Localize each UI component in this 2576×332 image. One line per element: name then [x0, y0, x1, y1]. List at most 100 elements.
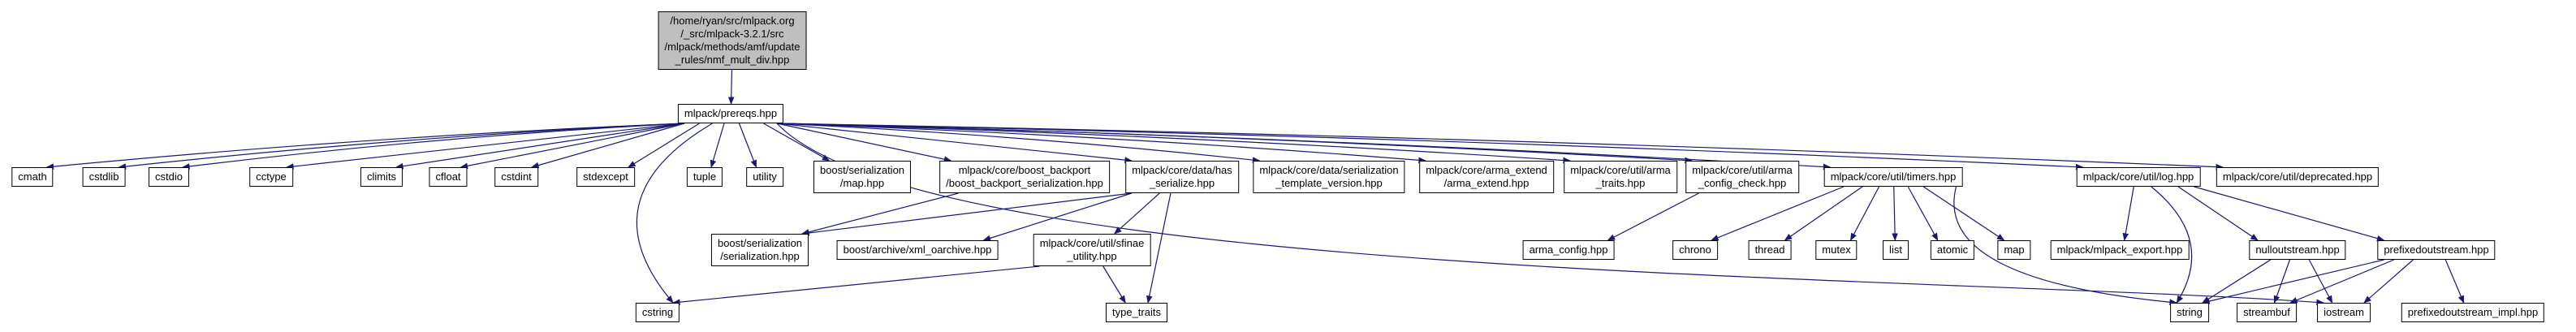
graph-node-label: /serialization.hpp	[720, 250, 800, 262]
graph-node-nmf: /home/ryan/src/mlpack.org/_src/mlpack-3.…	[658, 11, 807, 70]
include-edge-timers--map	[1922, 186, 2005, 241]
graph-node-label: thread	[1754, 244, 1785, 256]
graph-node-label: _rules/nmf_mult_div.hpp	[675, 54, 790, 66]
include-edge-prereqs--cstdlib	[118, 123, 685, 170]
graph-node-cstdio[interactable]: cstdio	[149, 167, 189, 187]
graph-node-label: type_traits	[1112, 306, 1161, 318]
include-edge-timers--list	[1892, 186, 1898, 241]
graph-node-ser_templ_version[interactable]: mlpack/core/data/serialization_template_…	[1253, 161, 1405, 193]
include-edge-prereqs--timers	[776, 123, 1832, 170]
graph-node-timers[interactable]: mlpack/core/util/timers.hpp	[1823, 167, 1963, 187]
graph-node-label: cstring	[641, 306, 674, 318]
graph-node-label: mlpack/core/util/log.hpp	[2082, 170, 2194, 183]
graph-node-atomic[interactable]: atomic	[1930, 240, 1975, 260]
graph-node-label: cmath	[18, 170, 47, 183]
graph-node-climits[interactable]: climits	[360, 167, 403, 187]
graph-node-label: mlpack/core/util/arma	[1570, 164, 1671, 176]
graph-node-cstring[interactable]: cstring	[635, 303, 680, 322]
graph-node-prereqs[interactable]: mlpack/prereqs.hpp	[677, 104, 784, 123]
graph-node-log[interactable]: mlpack/core/util/log.hpp	[2076, 167, 2201, 187]
graph-node-prefixedoutstream_impl[interactable]: prefixedoutstream_impl.hpp	[2401, 303, 2545, 322]
graph-node-label: prefixedoutstream_impl.hpp	[2407, 306, 2539, 318]
graph-node-label: map	[2004, 244, 2025, 256]
graph-node-label: nulloutstream.hpp	[2255, 244, 2340, 256]
graph-node-sfinae_utility[interactable]: mlpack/core/util/sfinae_utility.hpp	[1033, 234, 1151, 266]
include-edge-prefixedoutstream--string	[2202, 259, 2384, 304]
graph-node-label: iostream	[2324, 306, 2364, 318]
graph-node-cstdint[interactable]: cstdint	[494, 167, 538, 187]
graph-node-list[interactable]: list	[1883, 240, 1909, 260]
include-edge-sfinae_utility--type_traits	[1102, 265, 1126, 304]
graph-node-tuple[interactable]: tuple	[686, 167, 723, 187]
graph-node-boost_backport[interactable]: mlpack/core/boost_backport/boost_backpor…	[939, 161, 1110, 193]
graph-node-label: /home/ryan/src/mlpack.org	[670, 15, 795, 27]
graph-node-mlpack_export[interactable]: mlpack/mlpack_export.hpp	[2050, 240, 2190, 260]
graph-node-boost_ser_map[interactable]: boost/serialization/map.hpp	[813, 161, 912, 193]
graph-node-label: cstdint	[501, 170, 532, 183]
graph-node-arma_traits[interactable]: mlpack/core/util/arma_traits.hpp	[1564, 161, 1677, 193]
include-edge-prereqs--cfloat	[460, 123, 685, 170]
graph-node-nulloutstream[interactable]: nulloutstream.hpp	[2249, 240, 2346, 260]
graph-node-label: arma_config.hpp	[1529, 244, 1608, 256]
include-edge-boost_backport--boost_ser_serialization	[801, 192, 959, 235]
graph-node-prefixedoutstream[interactable]: prefixedoutstream.hpp	[2377, 240, 2496, 260]
include-edge-prereqs--has_serialize	[776, 123, 1133, 163]
include-edge-timers--thread	[1784, 186, 1863, 241]
graph-node-cctype[interactable]: cctype	[249, 167, 293, 187]
graph-node-boost_ser_serialization[interactable]: boost/serialization/serialization.hpp	[710, 234, 809, 266]
graph-node-map[interactable]: map	[1997, 240, 2031, 260]
graph-node-label: /_src/mlpack-3.2.1/src	[680, 28, 784, 40]
graph-node-label: mlpack/core/data/has	[1132, 164, 1232, 176]
graph-node-label: boost/archive/xml_oarchive.hpp	[843, 244, 992, 256]
graph-node-streambuf[interactable]: streambuf	[2237, 303, 2297, 322]
include-edge-sfinae_utility--cstring	[672, 265, 1040, 305]
include-edge-prefixedoutstream--prefixedoutstream_impl	[2444, 259, 2465, 304]
include-edge-prereqs--deprecated	[776, 123, 2224, 170]
graph-node-label: mlpack/prereqs.hpp	[684, 107, 778, 119]
graph-node-xml_oarchive[interactable]: boost/archive/xml_oarchive.hpp	[836, 240, 999, 260]
include-edge-prereqs--climits	[395, 123, 685, 170]
graph-node-label: stdexcept	[583, 170, 628, 183]
graph-node-label: /mlpack/methods/amf/update	[664, 41, 800, 53]
graph-node-utility[interactable]: utility	[746, 167, 783, 187]
graph-node-stdexcept[interactable]: stdexcept	[576, 167, 635, 187]
graph-node-cmath[interactable]: cmath	[11, 167, 54, 187]
graph-node-label: cctype	[256, 170, 287, 183]
include-edge-prereqs--boost_backport	[776, 123, 952, 162]
include-edge-prereqs--tuple	[710, 123, 725, 168]
graph-node-cfloat[interactable]: cfloat	[429, 167, 468, 187]
include-edge-arma_config_check--arma_config	[1607, 192, 1699, 241]
graph-node-label: tuple	[693, 170, 717, 183]
graph-node-label: prefixedoutstream.hpp	[2384, 244, 2489, 256]
graph-node-label: chrono	[1679, 244, 1711, 256]
graph-node-label: cstdio	[155, 170, 183, 183]
include-edge-timers--atomic	[1907, 186, 1939, 241]
graph-node-label: list	[1889, 244, 1902, 256]
graph-node-iostream[interactable]: iostream	[2317, 303, 2371, 322]
graph-node-label: /arma_extend.hpp	[1443, 177, 1530, 189]
graph-node-label: mlpack/core/util/arma	[1692, 164, 1793, 176]
graph-node-label: boost/serialization	[717, 237, 803, 249]
include-edge-timers--string	[1953, 186, 2177, 306]
include-edge-prereqs--cstdio	[182, 123, 685, 170]
include-edge-nulloutstream--string	[2202, 259, 2272, 304]
graph-node-deprecated[interactable]: mlpack/core/util/deprecated.hpp	[2216, 167, 2380, 187]
graph-node-cstdlib[interactable]: cstdlib	[82, 167, 126, 187]
graph-node-chrono[interactable]: chrono	[1672, 240, 1718, 260]
include-edge-prereqs--arma_extend	[776, 123, 1426, 164]
include-edge-prereqs--ser_templ_version	[776, 123, 1261, 163]
graph-node-label: mlpack/core/data/serialization	[1259, 164, 1399, 176]
graph-node-arma_extend[interactable]: mlpack/core/arma_extend/arma_extend.hpp	[1419, 161, 1554, 193]
graph-node-label: _traits.hpp	[1595, 177, 1646, 189]
graph-node-type_traits[interactable]: type_traits	[1106, 303, 1167, 322]
graph-node-label: mlpack/core/boost_backport	[958, 164, 1091, 176]
include-edge-prereqs--arma_traits	[776, 123, 1571, 164]
graph-node-string[interactable]: string	[2170, 303, 2209, 322]
graph-node-mutex[interactable]: mutex	[1815, 240, 1858, 260]
include-edge-log--nulloutstream	[2177, 186, 2259, 241]
graph-node-thread[interactable]: thread	[1748, 240, 1792, 260]
graph-node-arma_config[interactable]: arma_config.hpp	[1522, 240, 1615, 260]
graph-node-has_serialize[interactable]: mlpack/core/data/has_serialize.hpp	[1125, 161, 1239, 193]
graph-node-arma_config_check[interactable]: mlpack/core/util/arma_config_check.hpp	[1685, 161, 1799, 193]
